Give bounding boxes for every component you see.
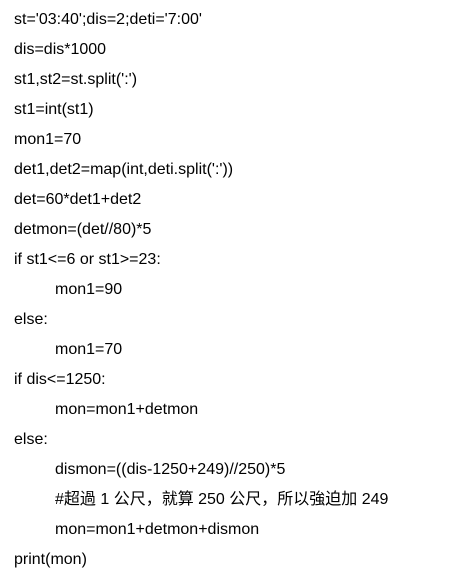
code-line-1: st='03:40';dis=2;deti='7:00' xyxy=(14,11,202,28)
code-line-2: dis=dis*1000 xyxy=(14,41,107,58)
code-line-10: mon1=90 xyxy=(55,281,123,298)
code-line-17-comment: #超過 1 公尺，就算 250 公尺，所以強迫加 249 xyxy=(55,491,389,508)
code-line-18: mon=mon1+detmon+dismon xyxy=(55,521,260,538)
code-line-11: else: xyxy=(14,311,48,328)
code-line-7: det=60*det1+det2 xyxy=(14,191,142,208)
code-line-16: dismon=((dis-1250+249)//250)*5 xyxy=(55,461,286,478)
code-line-8: detmon=(det//80)*5 xyxy=(14,221,152,238)
code-line-5: mon1=70 xyxy=(14,131,82,148)
code-line-6: det1,det2=map(int,deti.split(':')) xyxy=(14,161,234,178)
code-line-15: else: xyxy=(14,431,48,448)
code-line-19: print(mon) xyxy=(14,551,87,568)
code-line-14: mon=mon1+detmon xyxy=(55,401,199,418)
code-line-13: if dis<=1250: xyxy=(14,371,106,388)
code-line-4: st1=int(st1) xyxy=(14,101,94,118)
code-line-3: st1,st2=st.split(':') xyxy=(14,71,138,88)
code-line-9: if st1<=6 or st1>=23: xyxy=(14,251,161,268)
code-line-12: mon1=70 xyxy=(55,341,123,358)
